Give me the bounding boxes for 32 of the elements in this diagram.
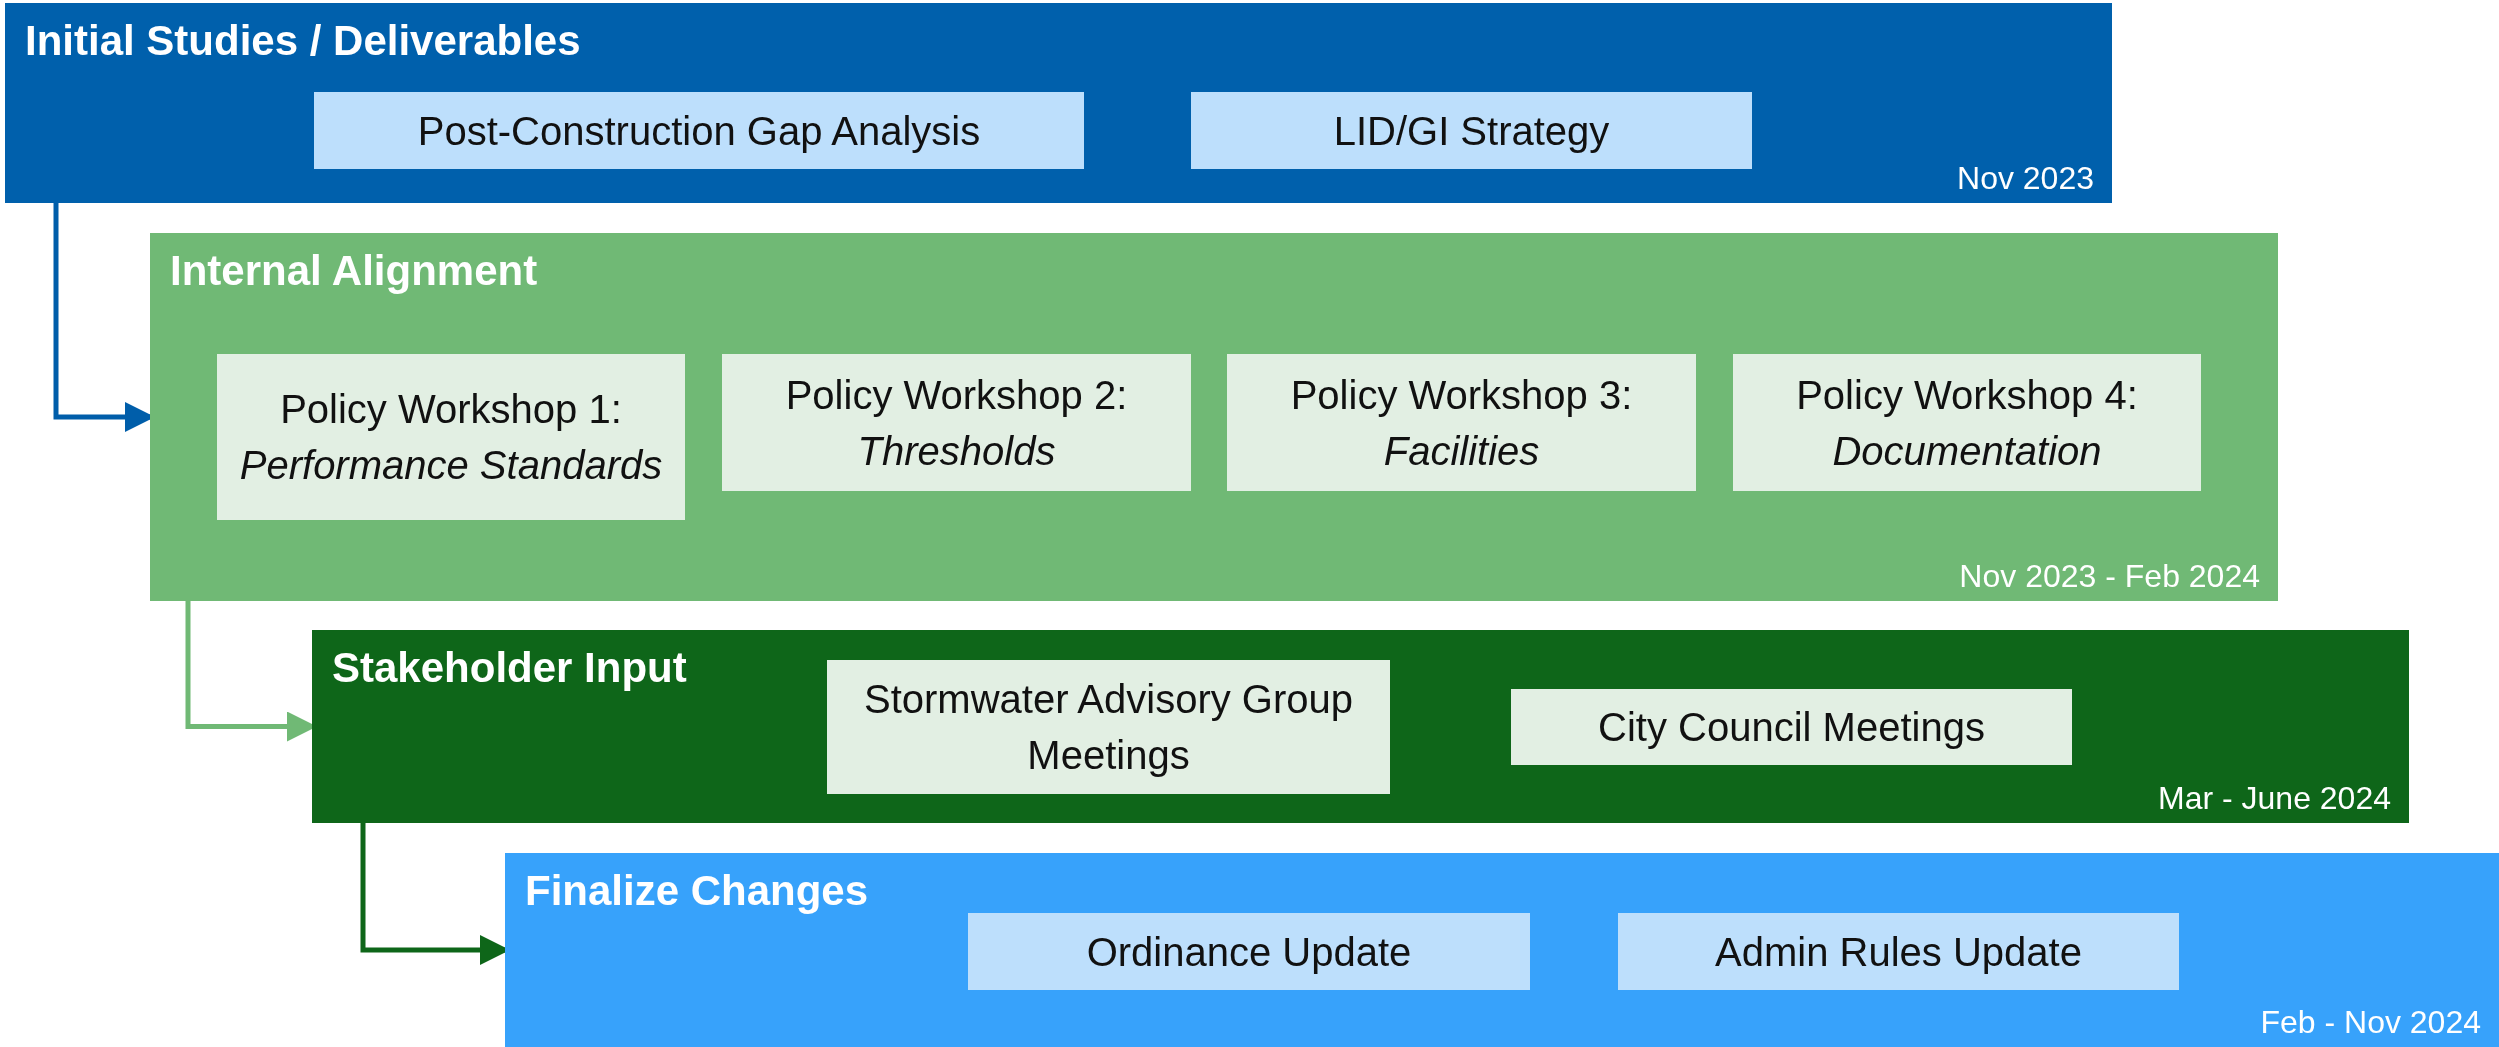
phase-date: Feb - Nov 2024 <box>2260 1004 2481 1041</box>
task-label: Policy Workshop 4: Documentation <box>1796 371 2138 475</box>
task-box <box>968 913 1530 990</box>
task-box <box>1733 354 2201 491</box>
task-label: Policy Workshop 2: Thresholds <box>785 371 1128 475</box>
phase-title: Stakeholder Input <box>332 644 687 692</box>
phase-title: Internal Alignment <box>170 247 538 295</box>
phase-band <box>5 3 2112 203</box>
phase-date: Nov 2023 - Feb 2024 <box>1959 558 2260 595</box>
task-label: Policy Workshop 1: Performance Standards <box>239 386 663 489</box>
task-label: Stormwater Advisory Group Meetings <box>862 676 1355 779</box>
task-box <box>217 354 685 520</box>
phase-band <box>505 853 2499 1047</box>
task-box <box>1191 92 1752 169</box>
task-label: Policy Workshop 3: Facilities <box>1290 371 1633 475</box>
task-label: Post-Construction Gap Analysis <box>417 107 981 155</box>
phase-band <box>312 630 2409 823</box>
phase-band <box>150 233 2278 601</box>
task-label: Admin Rules Update <box>1715 928 2082 976</box>
task-box <box>314 92 1084 169</box>
phase-date: Mar - June 2024 <box>2158 780 2391 817</box>
task-box <box>722 354 1191 491</box>
phase-date: Nov 2023 <box>1957 160 2094 197</box>
task-label: City Council Meetings <box>1598 704 1985 751</box>
task-box <box>827 660 1390 794</box>
task-box <box>1618 913 2179 990</box>
phase-title: Initial Studies / Deliverables <box>25 17 581 65</box>
task-box <box>1511 689 2072 765</box>
phase-title: Finalize Changes <box>525 867 869 915</box>
task-label: Ordinance Update <box>1086 928 1412 976</box>
task-label: LID/GI Strategy <box>1333 107 1610 155</box>
task-box <box>1227 354 1696 491</box>
